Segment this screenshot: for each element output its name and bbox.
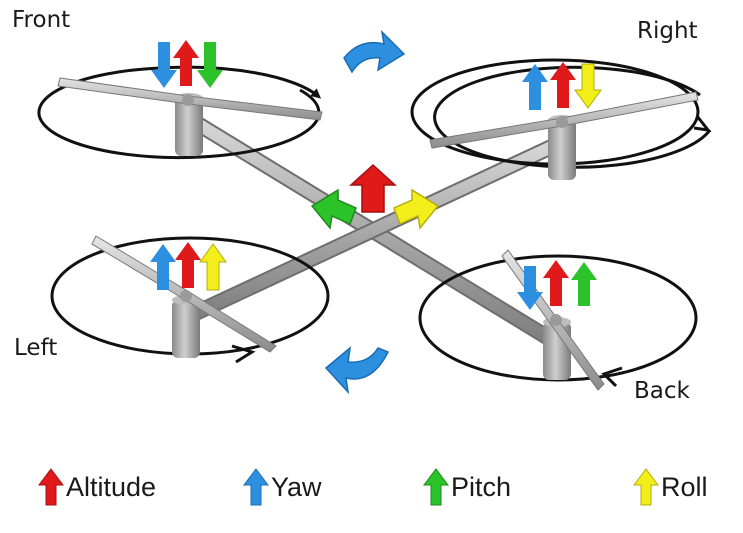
center-pitch-arrow (310, 188, 357, 230)
front-altitude-up-arrow (173, 40, 199, 86)
legend-item-altitude: Altitude (38, 462, 156, 512)
legend: Altitude Yaw Pitch Roll (0, 462, 743, 512)
back-yaw-down-arrow (517, 266, 543, 310)
rotor-left (50, 235, 330, 364)
left-roll-up-arrow (199, 243, 227, 291)
center-altitude-arrow (349, 163, 397, 213)
left-arrows (150, 242, 227, 291)
back-arrows (517, 260, 597, 310)
back-pitch-up-arrow (571, 262, 597, 306)
motor-right (548, 120, 576, 180)
frame (177, 110, 570, 353)
yaw-rotation-arrow-top (343, 29, 406, 74)
motor-left (172, 300, 200, 358)
label-front: Front (12, 7, 71, 33)
legend-item-pitch: Pitch (423, 462, 511, 512)
rotor-front (37, 65, 323, 160)
yaw-rotation-arrow-bottom (324, 346, 390, 395)
legend-label-yaw: Yaw (271, 471, 322, 502)
left-altitude-up-arrow (175, 242, 201, 288)
right-roll-down-arrow (574, 63, 602, 109)
right-yaw-up-arrow (522, 64, 548, 110)
label-left: Left (14, 335, 58, 361)
right-altitude-up-arrow (550, 62, 576, 108)
center-roll-arrow (393, 188, 440, 230)
front-yaw-down-arrow (151, 42, 177, 88)
front-arrows (151, 40, 223, 88)
legend-item-roll: Roll (633, 462, 708, 512)
label-right: Right (637, 18, 698, 44)
label-back: Back (634, 378, 690, 404)
rotation-ring-right (433, 65, 712, 169)
motor-front (175, 98, 203, 156)
right-arrows (522, 62, 602, 110)
left-yaw-up-arrow (150, 244, 176, 290)
legend-label-roll: Roll (661, 471, 708, 502)
red-up-arrow-icon (38, 468, 64, 506)
legend-label-pitch: Pitch (451, 471, 512, 502)
green-up-arrow-icon (423, 468, 449, 506)
blue-up-arrow-icon (243, 468, 269, 506)
front-pitch-down-arrow (197, 42, 223, 88)
legend-label-altitude: Altitude (66, 471, 157, 502)
back-altitude-up-arrow (543, 260, 569, 306)
yellow-up-arrow-icon (633, 468, 659, 506)
legend-item-yaw: Yaw (243, 462, 322, 512)
rotor-right (410, 58, 712, 180)
